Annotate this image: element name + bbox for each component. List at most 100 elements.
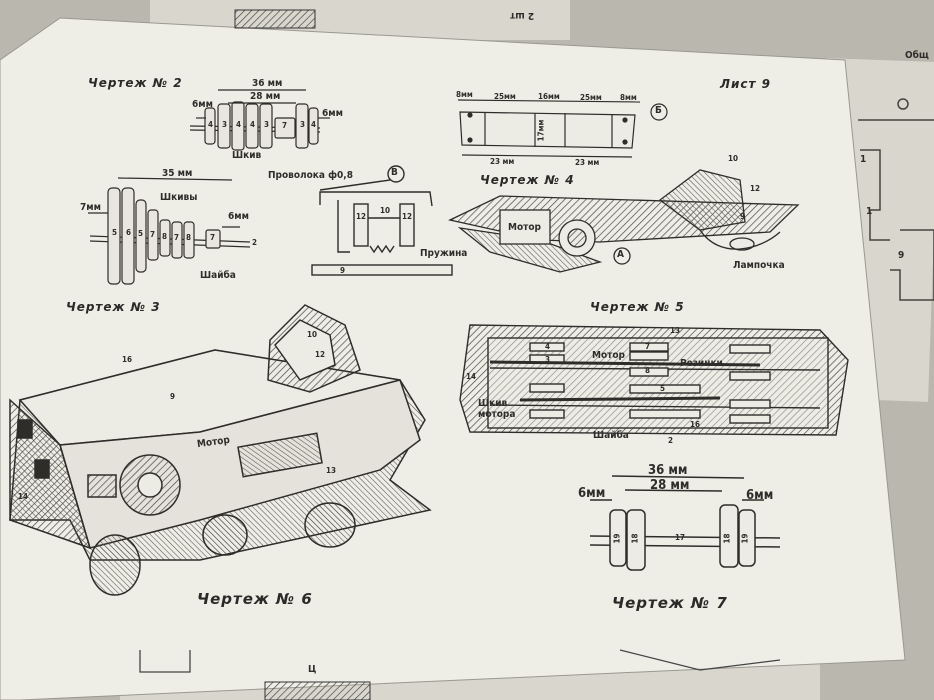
drawing-v-part-2: 10: [380, 206, 391, 215]
drawing-3-dim-total: 35 мм: [162, 168, 193, 179]
drawing-v-wire-label: Проволока ф0,8: [268, 170, 353, 181]
drawing-3-axle: [88, 177, 251, 285]
drawing-2-dim-right: 6мм: [322, 108, 343, 119]
drawing-5-part-7: 7: [645, 342, 651, 351]
drawing-7-part-19a: 19: [612, 533, 622, 544]
drawing-2-part-7: 3: [300, 120, 306, 129]
drawing-3-part-3: 5: [138, 229, 144, 238]
right-sheet-label-2: 1: [866, 206, 873, 217]
drawing-3-dim-left: 7мм: [80, 202, 101, 213]
drawing-2-axle: [189, 89, 330, 151]
sheet-number: Лист 9: [720, 77, 771, 91]
drawing-5-part-2: 2: [668, 436, 674, 445]
drawing-7-dim-inner: 28 мм: [650, 478, 690, 493]
drawing-7-part-17: 17: [675, 533, 686, 542]
drawing-7-dim-left: 6мм: [578, 486, 606, 501]
drawing-3-caption-washer: Шайба: [200, 270, 236, 281]
drawing-5-motor-label: Мотор: [592, 350, 625, 361]
right-sheet-label-1: 1: [860, 154, 867, 165]
drawing-b-dim-top-5: 8мм: [620, 93, 637, 102]
drawing-6-perspective: [9, 304, 432, 596]
drawing-5-part-4: 4: [545, 342, 551, 351]
drawing-6-title: Чертеж № 6: [197, 590, 313, 608]
drawing-3-part-2: 6: [126, 228, 132, 237]
drawing-7-part-18a: 18: [630, 533, 640, 544]
drawing-b-dim-top-2: 25мм: [494, 92, 516, 101]
drawing-3-part-4: 7: [150, 230, 156, 239]
drawing-7-part-18b: 18: [722, 533, 732, 544]
drawing-v-marker: В: [391, 167, 398, 178]
drawing-2-dim-left: 6мм: [192, 99, 213, 110]
drawing-2-part-3: 4: [236, 120, 242, 129]
drawing-2-title: Чертеж № 2: [88, 76, 183, 90]
drawing-b-dim-top-1: 8мм: [456, 90, 473, 99]
drawing-4-lamp-label: Лампочка: [733, 260, 785, 271]
drawing-3-part-7: 8: [186, 233, 192, 242]
drawing-3-part-9: 2: [252, 238, 258, 247]
drawing-v-part-1: 12: [356, 212, 367, 221]
drawing-5-part-13: 13: [670, 326, 681, 335]
drawing-4-part-1: 10: [728, 154, 739, 163]
drawing-3-dim-right: 6мм: [228, 211, 249, 222]
corner-top-mid-text: 2 шт: [510, 10, 535, 21]
drawing-5-part-5: 5: [660, 384, 666, 393]
drawing-7-part-19b: 19: [740, 533, 750, 544]
drawing-v-part-4: 9: [340, 266, 346, 275]
drawing-b-dim-bottom-2: 23 мм: [575, 158, 600, 167]
drawing-3-part-5: 8: [162, 232, 168, 241]
bottom-hatched-fragment: [264, 681, 371, 700]
drawing-5-rubber-label: Резинки: [680, 358, 723, 369]
drawing-7-title: Чертеж № 7: [612, 594, 728, 612]
drawing-b-dim-side: 17мм: [536, 119, 546, 142]
drawing-5-washer-label: Шайба: [593, 430, 629, 441]
drawing-3-title: Чертеж № 3: [66, 300, 161, 314]
drawing-4-part-3: 9: [740, 212, 746, 221]
drawing-b-dim-top-3: 16мм: [538, 92, 560, 101]
drawing-4-marker: А: [617, 249, 624, 260]
drawing-3-part-1: 5: [112, 228, 118, 237]
drawing-5-part-14: 14: [466, 372, 477, 381]
drawing-b-dim-bottom-1: 23 мм: [490, 157, 515, 166]
drawing-2-part-6: 7: [282, 121, 288, 130]
drawing-4-motor-label: Мотор: [508, 222, 541, 233]
corner-bottom-text: Ц: [308, 664, 317, 675]
drawing-5-pulley-label: Шкив мотора: [478, 398, 516, 420]
drawing-2-part-5: 3: [264, 120, 270, 129]
drawing-3-part-6: 7: [174, 233, 180, 242]
right-sheet-label-3: 9: [898, 250, 905, 261]
drawing-4-part-2: 12: [750, 184, 761, 193]
drawing-2-part-4: 4: [250, 120, 256, 129]
drawing-2-part-8: 4: [311, 120, 317, 129]
drawing-v-switch: [311, 165, 453, 276]
drawing-2-caption: Шкив: [232, 150, 262, 161]
drawing-5-part-3: 3: [545, 355, 551, 364]
drawing-5-title: Чертеж № 5: [590, 300, 685, 314]
drawing-2-dim-inner: 28 мм: [250, 91, 281, 102]
drawing-5-part-8: 8: [645, 366, 651, 375]
drawing-7-axle: [589, 475, 781, 571]
drawing-b-marker: Б: [655, 105, 662, 116]
drawing-2-part-2: 3: [222, 120, 228, 129]
drawing-v-spring-label: Пружина: [420, 248, 468, 259]
drawing-6-motor-label: Мотор: [196, 434, 231, 451]
drawing-6-part-9: 9: [170, 392, 176, 401]
drawing-2-part-1: 4: [208, 120, 214, 129]
drawing-7-dim-total: 36 мм: [648, 463, 688, 478]
drawing-2-dim-total: 36 мм: [252, 78, 283, 89]
drawing-6-part-16: 16: [122, 355, 133, 364]
top-hatched-fragment: [234, 9, 316, 29]
drawing-6-part-14: 14: [18, 492, 29, 501]
drawing-v-part-3: 12: [402, 212, 413, 221]
drawing-6-part-13: 13: [326, 466, 337, 475]
drawing-4-assembly: [448, 169, 800, 273]
drawing-6-part-12: 12: [315, 350, 326, 359]
drawing-4-title: Чертеж № 4: [480, 173, 575, 187]
drawing-3-part-8: 7: [210, 233, 216, 242]
drawing-3-caption-pulleys: Шкивы: [160, 192, 198, 203]
drawing-b-dim-top-4: 25мм: [580, 93, 602, 102]
drawing-7-dim-right: 6мм: [746, 488, 774, 503]
drawing-5-plan: [459, 324, 849, 436]
corner-top-right-text: Общ: [905, 50, 929, 61]
drawing-6-part-10: 10: [307, 330, 318, 339]
